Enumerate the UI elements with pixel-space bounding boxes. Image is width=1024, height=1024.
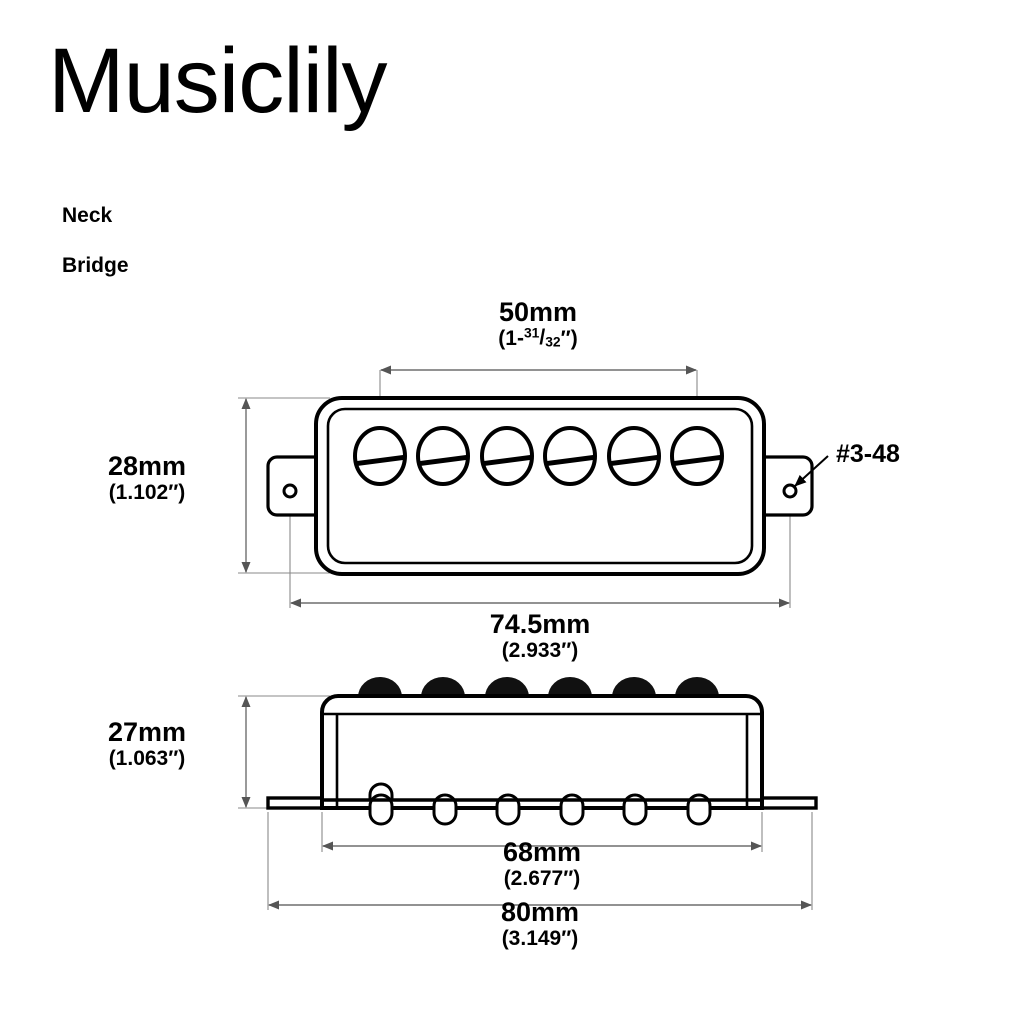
pole-pin — [368, 793, 394, 826]
pole-dome — [358, 677, 402, 697]
pole-pin — [686, 793, 712, 826]
pole-screw — [480, 426, 534, 486]
dimension-label-body-width: 68mm (2.677″) — [392, 838, 692, 890]
pickup-cover-bezel — [326, 407, 754, 565]
dimension-label-mount-span: 74.5mm (2.933″) — [390, 610, 690, 662]
pole-pin — [432, 793, 458, 826]
dimension-label-pole-spacing: 50mm (1-31/32″) — [388, 298, 688, 350]
dimension-value-inch: (3.149″) — [501, 927, 579, 951]
dimension-value-mm: 74.5mm — [489, 609, 591, 639]
pole-dome — [548, 677, 592, 697]
pole-dome — [675, 677, 719, 697]
dimension-value-mm: 80mm — [500, 897, 580, 927]
brand-logo: Musiclily — [48, 30, 388, 132]
pole-pins-side-view — [368, 782, 712, 826]
dimension-value-inch: (1-31/32″) — [498, 324, 578, 351]
pole-dome — [485, 677, 529, 697]
dimension-value-inch: (1.063″) — [108, 747, 186, 771]
pickup-cover-outline — [314, 396, 766, 576]
dimension-value-inch: (2.933″) — [501, 639, 579, 663]
dimension-value-mm: 27mm — [107, 717, 187, 747]
dimension-value-mm: 28mm — [107, 451, 187, 481]
label-bridge: Bridge — [62, 254, 129, 277]
pole-pin — [622, 793, 648, 826]
pole-pin — [559, 793, 585, 826]
mounting-hole-right — [782, 483, 798, 499]
side-view-group — [238, 677, 818, 910]
pole-screw — [607, 426, 661, 486]
dimension-label-side-height: 27mm (1.063″) — [62, 718, 232, 770]
pole-domes-side-view — [358, 677, 719, 697]
pole-screw — [353, 426, 407, 486]
label-neck: Neck — [62, 204, 113, 227]
pole-screw — [670, 426, 724, 486]
dimension-label-overall-width: 80mm (3.149″) — [390, 898, 690, 950]
dimension-value-inch: (1.102″) — [108, 481, 186, 505]
dimension-value-inch: (2.677″) — [503, 867, 581, 891]
pole-dome — [421, 677, 465, 697]
mounting-hole-left — [282, 483, 298, 499]
dimension-value-mm: 68mm — [502, 837, 582, 867]
top-view-group — [238, 365, 829, 608]
pole-screw — [416, 426, 470, 486]
mounting-flange-right — [754, 796, 818, 810]
dimension-label-top-height: 28mm (1.102″) — [62, 452, 232, 504]
annotation-screw-spec: #3-48 — [836, 440, 900, 468]
pole-screws-top-view — [353, 426, 724, 486]
pickup-body-side-outline — [320, 694, 764, 810]
dimension-value-mm: 50mm — [498, 297, 578, 327]
leader-line-screw-spec — [794, 455, 829, 487]
pole-dome — [612, 677, 656, 697]
pole-screw — [543, 426, 597, 486]
pole-pin — [495, 793, 521, 826]
mounting-flange-left — [266, 796, 330, 810]
